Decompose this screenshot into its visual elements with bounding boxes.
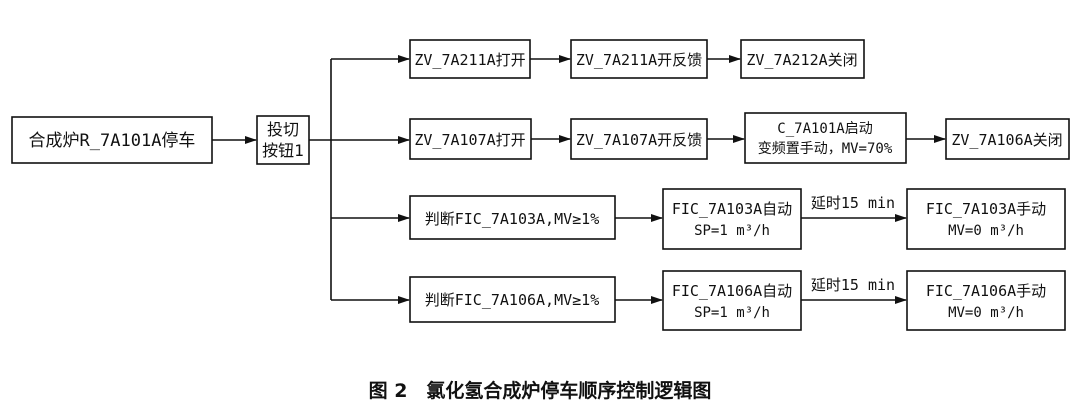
figure-caption: 图 2 氯化氢合成炉停车顺序控制逻辑图 [369, 379, 712, 402]
r2-feedback-label: ZV_7A107A开反馈 [576, 131, 702, 149]
r2-start-label-line2: 变频置手动，MV=70% [758, 141, 893, 157]
start-label: 合成炉R_7A101A停车 [29, 131, 196, 151]
r3-manual-label-line2: MV=0 m³/h [948, 223, 1024, 239]
r1-close-box [740, 39, 865, 79]
r1-feedback-label: ZV_7A211A开反馈 [576, 51, 702, 69]
r4-manual-label-line1: FIC_7A106A手动 [926, 282, 1046, 300]
r4-auto-box [662, 270, 802, 331]
switch-label-line1: 投切 [267, 120, 299, 139]
r4-manual-box [906, 270, 1066, 331]
r2-close-box [945, 118, 1070, 160]
switch-label-line2: 按钮1 [262, 141, 304, 160]
r1-close-label: ZV_7A212A关闭 [746, 51, 857, 69]
r3-auto-label-line2: SP=1 m³/h [694, 223, 770, 239]
r2-open-label: ZV_7A107A打开 [414, 131, 525, 149]
r4-judge-label: 判断FIC_7A106A,MV≥1% [425, 291, 600, 309]
r2-close-label: ZV_7A106A关闭 [951, 131, 1062, 149]
r4-auto-label-line2: SP=1 m³/h [694, 305, 770, 321]
r4-manual-label-line2: MV=0 m³/h [948, 305, 1024, 321]
r2-start-label-line1: C_7A101A启动 [777, 121, 872, 137]
r3-delay-label: 延时15 min [811, 194, 895, 212]
r4-auto-label-line1: FIC_7A106A自动 [672, 282, 792, 300]
r3-manual-box [906, 188, 1066, 250]
r2-start-box [744, 112, 907, 164]
r3-auto-label-line1: FIC_7A103A自动 [672, 200, 792, 218]
r1-open-label: ZV_7A211A打开 [414, 51, 525, 69]
r3-judge-label: 判断FIC_7A103A,MV≥1% [425, 210, 600, 228]
r3-manual-label-line1: FIC_7A103A手动 [926, 200, 1046, 218]
r4-delay-label: 延时15 min [811, 276, 895, 294]
r3-auto-box [662, 188, 802, 250]
